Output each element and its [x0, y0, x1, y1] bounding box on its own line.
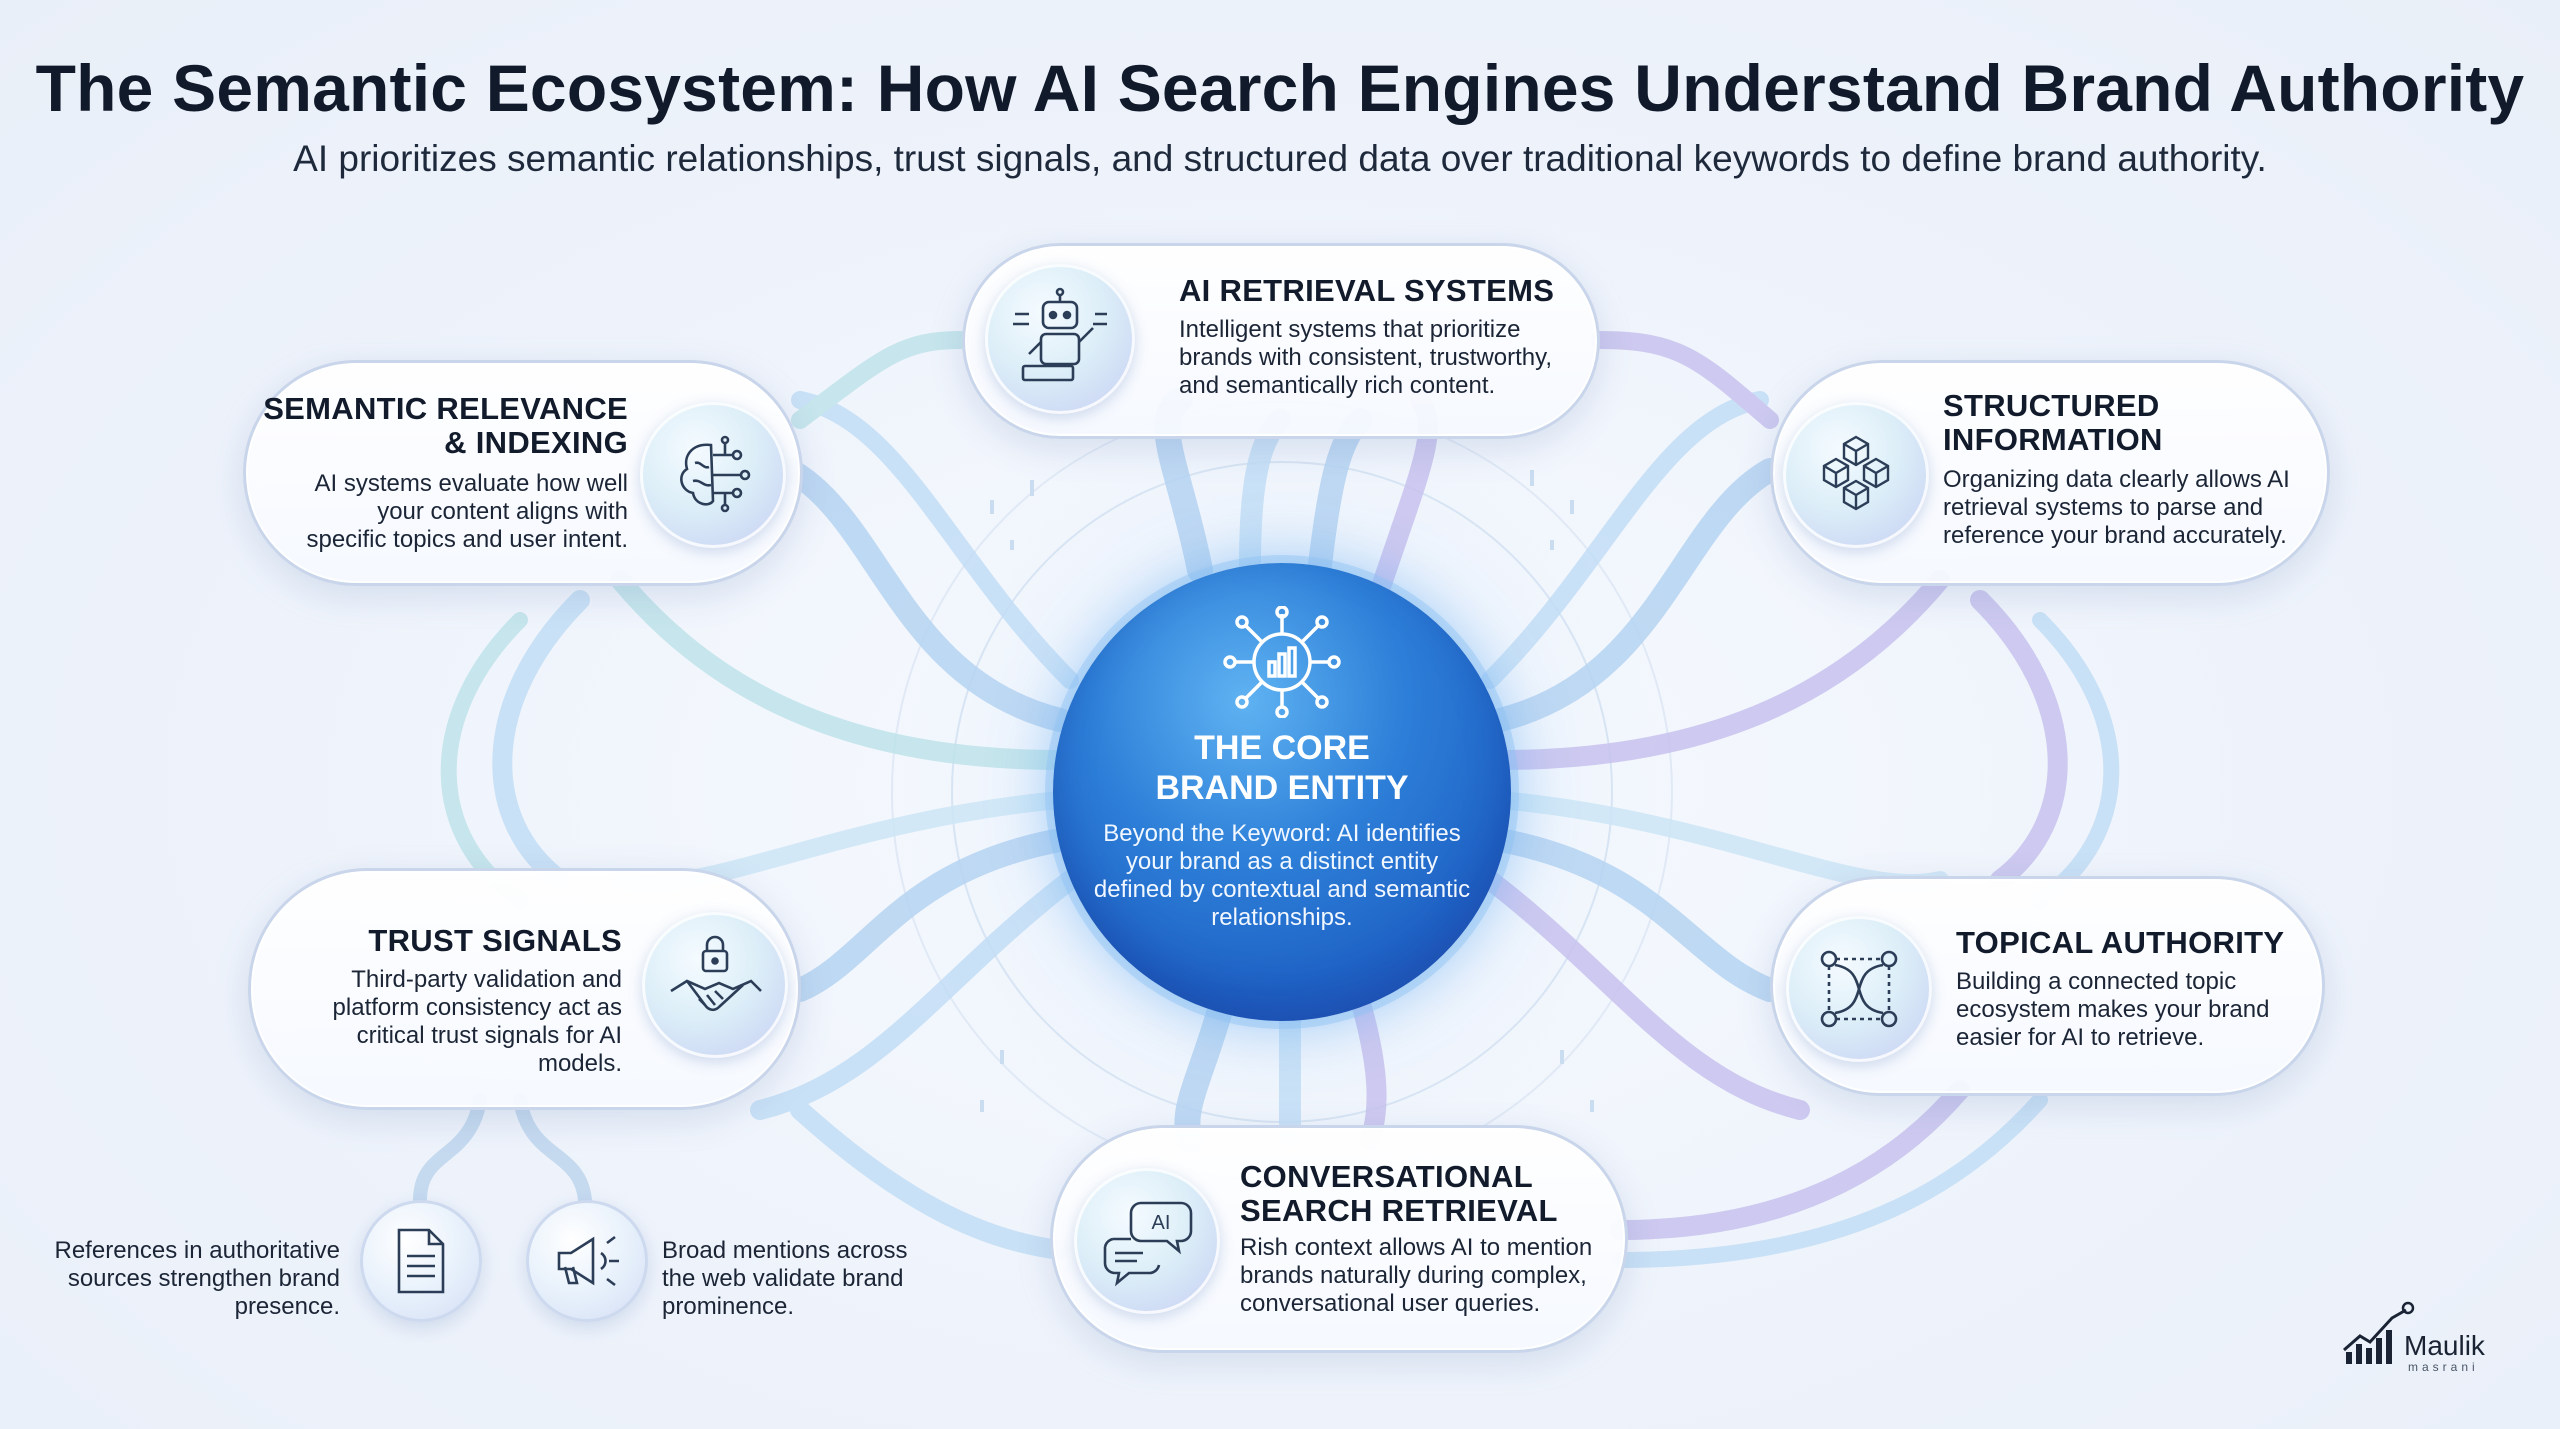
conversational-search-title-line2: SEARCH RETRIEVAL	[1240, 1193, 1558, 1228]
core-description: Beyond the Keyword: AI identifies your b…	[1093, 820, 1471, 931]
cubes-icon	[1783, 402, 1929, 548]
semantic-relevance-title-line2: & INDEXING	[444, 425, 628, 460]
mentions-description: Broad mentions across the web validate b…	[662, 1237, 908, 1320]
ai-retrieval-title: AI RETRIEVAL SYSTEMS	[1179, 273, 1555, 308]
trust-signals-title: TRUST SIGNALS	[368, 923, 622, 958]
page-title: The Semantic Ecosystem: How AI Search En…	[35, 51, 2525, 125]
megaphone-icon	[526, 1200, 648, 1322]
chat-ai-label: AI	[1152, 1212, 1171, 1234]
conversational-search-description: Rish context allows AI to mention brands…	[1240, 1234, 1593, 1317]
page-subtitle: AI prioritizes semantic relationships, t…	[293, 138, 2267, 179]
topical-authority-description: Building a connected topic ecosystem mak…	[1956, 968, 2270, 1051]
conversational-search-title-line1: CONVERSATIONAL	[1240, 1159, 1533, 1194]
brain-circuit-icon	[640, 402, 786, 548]
growth-chart-logo	[2343, 1301, 2415, 1364]
core-title-line1: THE CORE	[1194, 729, 1370, 767]
structured-information-title-line1: STRUCTURED	[1943, 388, 2160, 423]
topic-network-icon	[1786, 916, 1932, 1062]
conversational-search-title: CONVERSATIONAL SEARCH RETRIEVAL	[1240, 1160, 1558, 1228]
core-brand-entity-sphere	[1053, 563, 1511, 1021]
document-icon	[360, 1200, 482, 1322]
robot-icon	[985, 264, 1135, 414]
node-conversational-search	[1050, 1125, 1628, 1353]
ai-retrieval-description: Intelligent systems that prioritize bran…	[1179, 316, 1553, 399]
logo-subname: masrani	[2408, 1360, 2479, 1374]
logo-name: Maulik	[2404, 1330, 2485, 1361]
core-title-line2: BRAND ENTITY	[1155, 769, 1409, 807]
references-description: References in authoritative sources stre…	[54, 1237, 341, 1320]
semantic-relevance-title: SEMANTIC RELEVANCE & INDEXING	[260, 392, 628, 460]
semantic-relevance-description: AI systems evaluate how well your conten…	[306, 470, 628, 553]
structured-information-description: Organizing data clearly allows AI retrie…	[1943, 466, 2290, 549]
structured-information-title: STRUCTURED INFORMATION	[1943, 389, 2283, 457]
core-title: THE CORE BRAND ENTITY	[1083, 728, 1481, 808]
topical-authority-title: TOPICAL AUTHORITY	[1956, 925, 2285, 960]
structured-information-title-line2: INFORMATION	[1943, 422, 2163, 457]
chat-bubbles-icon: AI	[1074, 1168, 1220, 1314]
semantic-relevance-title-line1: SEMANTIC RELEVANCE	[263, 391, 628, 426]
trust-signals-description: Third-party validation and platform cons…	[332, 966, 622, 1077]
handshake-lock-icon	[642, 912, 788, 1058]
network-chart-icon	[1223, 606, 1341, 718]
